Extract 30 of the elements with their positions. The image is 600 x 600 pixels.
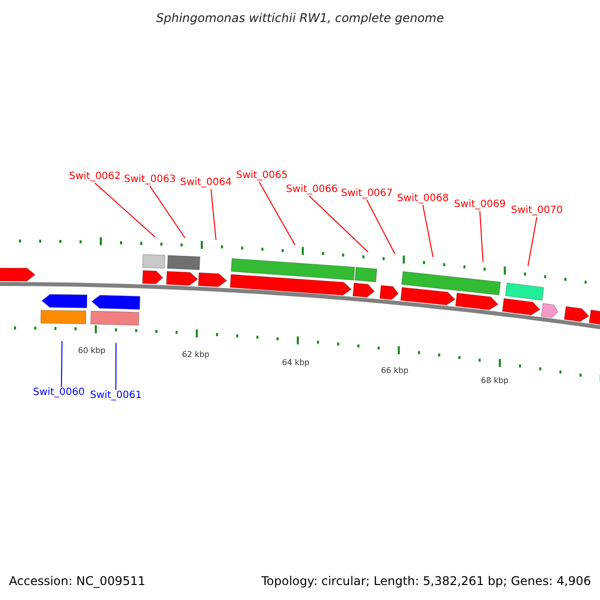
gene-label: Swit_0062 (69, 171, 121, 183)
gene-label: Swit_0064 (180, 177, 232, 189)
leader-line (258, 182, 296, 246)
leader-line (308, 196, 368, 252)
leader-line (422, 204, 434, 258)
leader-line (94, 182, 156, 238)
tick-label: 68 kbp (481, 376, 509, 386)
tick-label: 62 kbp (182, 350, 210, 360)
leader-line (479, 210, 484, 262)
tick-label: 60 kbp (78, 346, 106, 356)
leader-line (528, 216, 538, 266)
gene-label: Swit_0066 (286, 184, 338, 196)
gene-label: Swit_0068 (397, 193, 449, 205)
gene-label: Swit_0069 (454, 199, 506, 211)
gene-label: Swit_0063 (124, 174, 176, 186)
footer-text: Accession: NC_009511 (9, 574, 146, 588)
tick-label: 66 kbp (381, 366, 409, 376)
leader-line (115, 342, 116, 390)
footer-text: Topology: circular; Length: 5,382,261 bp; Genes: 4,906 (261, 574, 591, 588)
leader-line (366, 200, 396, 254)
gene-label: Swit_0067 (341, 188, 393, 200)
gene-label: Swit_0060 (33, 387, 85, 399)
leader-line (210, 188, 216, 240)
gene-label: Swit_0065 (236, 170, 288, 182)
title: Sphingomonas wittichii RW1, complete genome (155, 10, 445, 27)
gene-label: Swit_0061 (90, 390, 142, 402)
leader-line (60, 340, 62, 388)
gene-label: Swit_0070 (511, 205, 563, 217)
tick-label: 64 kbp (282, 358, 310, 368)
leader-line (149, 186, 186, 238)
